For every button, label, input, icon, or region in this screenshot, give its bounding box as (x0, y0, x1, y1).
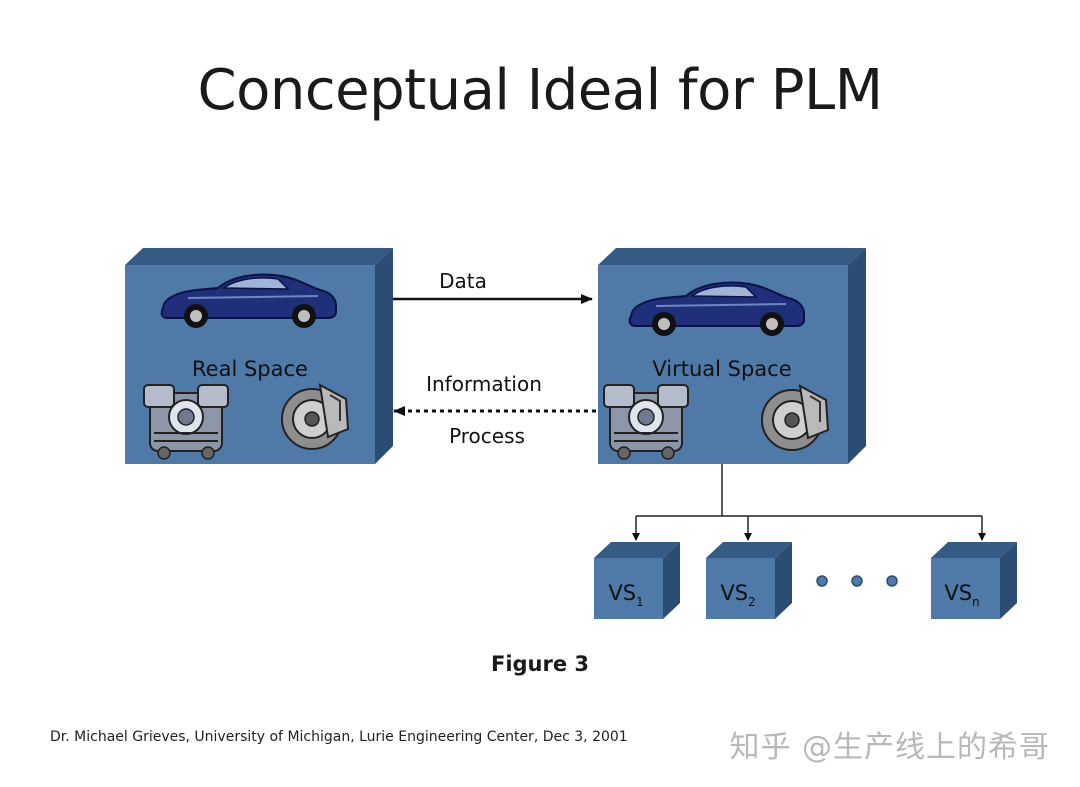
vsn-box: VSn (931, 542, 1017, 619)
vs2-label: VS2 (720, 581, 755, 609)
tree-connectors (632, 464, 986, 541)
real-space-label: Real Space (192, 357, 308, 381)
vsn-label: VSn (944, 581, 979, 609)
virtual-space-box: Virtual Space (598, 248, 866, 464)
real-engine-icon (143, 384, 229, 460)
real-space-box: Real Space (125, 248, 393, 464)
process-label: Process (449, 424, 525, 448)
data-arrow-label: Data (439, 269, 487, 293)
credit-line: Dr. Michael Grieves, University of Michi… (50, 729, 628, 745)
watermark: 知乎 @生产线上的希哥 (729, 730, 1050, 765)
vs1-box: VS1 (594, 542, 680, 619)
virtual-engine-icon (603, 384, 689, 460)
vs1-label: VS1 (608, 581, 643, 609)
vs2-box: VS2 (706, 542, 792, 619)
information-label: Information (426, 372, 542, 396)
ellipsis-dots (816, 575, 898, 587)
virtual-space-label: Virtual Space (652, 357, 791, 381)
figure-caption: Figure 3 (490, 652, 590, 676)
slide-title: Conceptual Ideal for PLM (197, 58, 883, 123)
